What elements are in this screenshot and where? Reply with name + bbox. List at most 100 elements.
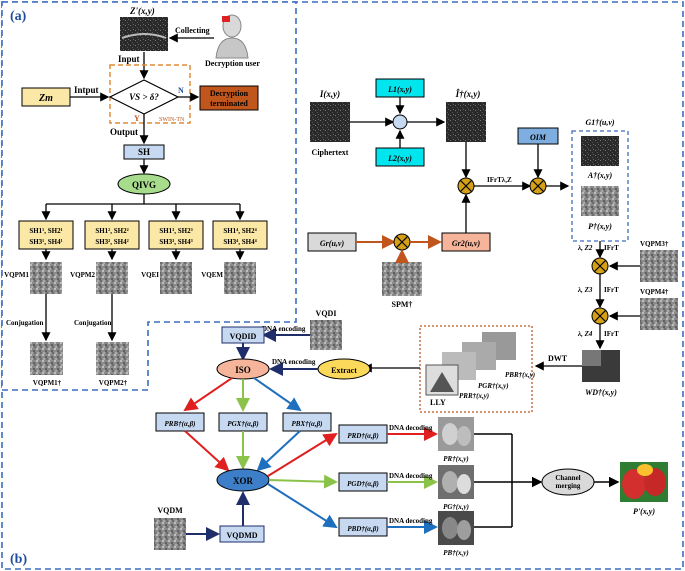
vqpm1d-label: VQPM1†: [33, 379, 62, 387]
pgr-label: PGR†(x,y): [478, 382, 509, 390]
pbb-label: PBX†(α,β): [292, 420, 323, 428]
dna-encoding-label-1: DNA encoding: [262, 325, 306, 333]
terminated-box: [199, 85, 259, 111]
g1-label: G1†(u,v): [585, 118, 614, 127]
sh-group-line: SH3³, SH4³: [159, 238, 192, 246]
sh-group-box: [84, 220, 140, 250]
ihat-label: Î†(x,y): [455, 89, 481, 99]
vq-image: [224, 262, 256, 294]
vq-label: VQPM2: [70, 271, 95, 279]
vqpm4-image: [640, 298, 678, 330]
l1-label: L1(x,y): [387, 85, 412, 94]
user-icon: [215, 14, 249, 59]
vqdm-image: [154, 518, 186, 550]
pgb-label: PGX†(α,β): [227, 420, 258, 428]
prr-label: PRR†(x,y): [459, 392, 489, 400]
sh-group-box: [18, 220, 74, 250]
vqdid-label: VQDID: [230, 332, 257, 341]
ifrt-label-3: IFrT: [604, 330, 619, 338]
dna-decoding-label-1: DNA decoding: [389, 424, 433, 432]
conjugation-label-2: Conjugation: [74, 319, 111, 327]
sh-group-box: [148, 220, 204, 250]
dwt-box: [419, 325, 533, 413]
lz2-label: λ, Z2: [577, 244, 593, 252]
gr-label: Gr(u,v): [320, 239, 345, 248]
pg-out-label: PG†(x,y): [443, 503, 469, 511]
condition-label: VS > δ?: [129, 92, 159, 102]
lz3-label: λ, Z3: [577, 286, 593, 294]
sh-label: SH: [138, 147, 150, 157]
y-label: Y: [134, 114, 140, 123]
vqpm4-label: VQPM4†: [640, 288, 669, 296]
wd-label: WD†(x,y): [585, 388, 617, 397]
vqdi-image: [310, 320, 342, 350]
frft-z-label: IFrTλ,Z: [487, 176, 512, 184]
output-label: Output: [110, 127, 138, 137]
sh-group-line: SH3¹, SH4¹: [29, 238, 62, 246]
ihat-image: [446, 102, 486, 142]
a-label: A†(x,y): [587, 171, 613, 180]
prb-label: PRB†(α,β): [165, 420, 196, 428]
spm-image: [382, 262, 422, 296]
p-image: [581, 186, 619, 216]
sh-group-line: SH3², SH4²: [95, 238, 128, 246]
vqpm3-label: VQPM3†: [640, 240, 669, 248]
iso-label: ISO: [235, 365, 251, 375]
p-label: P†(x,y): [588, 222, 612, 231]
lz4-label: λ, Z4: [577, 330, 593, 338]
zm-label: Zm: [38, 93, 53, 104]
panel-a-label: (a): [10, 9, 27, 24]
sh-group-line: SH1¹, SH2¹: [29, 227, 62, 235]
vqdmd-label: VQDMD: [226, 531, 257, 540]
vqpm1d-image: [30, 342, 63, 375]
vq-label: VQPM1: [4, 271, 29, 279]
ifrt-label-1: IFrT: [604, 244, 619, 252]
peppers-image: [620, 462, 668, 502]
ifrt-label-2: IFrT: [604, 286, 619, 294]
ciphertext-label: Ciphertext: [312, 148, 349, 157]
sh-group-line: SH1⁴, SH2⁴: [223, 227, 257, 235]
vq-image: [30, 262, 62, 294]
extract-label: Extract: [331, 366, 357, 375]
dna-decoding-label-2: DNA decoding: [389, 472, 433, 480]
conjugation-label-1: Conjugation: [6, 319, 43, 327]
vq-label: VQEI: [141, 271, 159, 279]
vqpm3-image: [640, 250, 678, 282]
pb-out-label: PB†(x,y): [443, 549, 468, 557]
swin-label: SWIN-TN: [159, 117, 185, 123]
prd-label: PRD†(α,β): [347, 432, 378, 440]
cipher-image: [310, 102, 350, 142]
panel-b-label: (b): [10, 552, 27, 567]
pbd-label: PBD†(α,β): [347, 525, 378, 533]
dwt-label: DWT: [548, 354, 568, 363]
input-label: Input: [118, 54, 140, 64]
prb-box: [155, 412, 205, 432]
vqpm2d-label: VQPM2†: [99, 379, 128, 387]
z-label: Z'(x,y): [129, 6, 155, 16]
spm-label: SPM†: [392, 300, 413, 309]
sh-group-box: [212, 220, 268, 250]
gr2-label: Gr2(u,v): [452, 239, 481, 248]
pbr-label: PBR†(x,y): [505, 371, 535, 379]
g1-dashed-box: [571, 130, 629, 242]
intput-label: Intput: [74, 85, 99, 95]
qivg-label: QIVG: [132, 180, 156, 190]
vqdm-label: VQDM: [157, 506, 183, 515]
collecting-label: Collecting: [175, 26, 210, 35]
pgd-label: PGD†(α,β): [347, 480, 379, 488]
xor-label: XOR: [233, 476, 254, 486]
l2-label: L2(x,y): [387, 154, 412, 163]
vq-label: VQEM: [201, 271, 223, 279]
mult-circle-1: [392, 114, 408, 130]
vq-image: [96, 262, 128, 294]
dna-decoding-label-3: DNA decoding: [389, 517, 433, 525]
final-label: P'(x,y): [633, 507, 655, 516]
sh-group-line: SH3⁴, SH4⁴: [223, 238, 257, 246]
swin-box: [109, 64, 191, 124]
sh-group-line: SH1³, SH2³: [159, 227, 192, 235]
